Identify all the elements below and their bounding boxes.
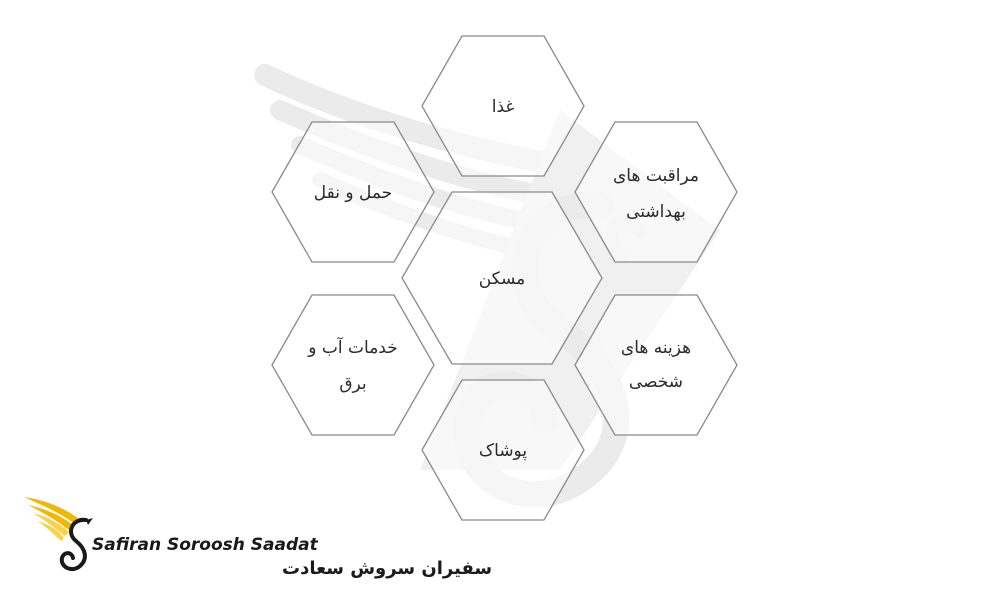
hex-top-label: غذا <box>492 97 515 117</box>
hex-upper-left-label: حمل و نقل <box>314 183 392 203</box>
swan-icon <box>59 517 93 571</box>
hex-bottom-shape <box>421 379 585 521</box>
hex-center-label: مسکن <box>479 269 526 289</box>
hex-lower-right-label-line2: شخصی <box>629 372 683 392</box>
hex-lower-left-label-line1: خدمات آب و <box>307 336 397 358</box>
hex-upper-right: مراقبت های بهداشتی <box>574 121 738 263</box>
hex-bottom: پوشاک <box>421 379 585 521</box>
hex-center: مسکن <box>401 191 603 365</box>
hex-upper-right-label-line2: بهداشتی <box>626 202 686 222</box>
hex-center-shape <box>401 191 603 365</box>
hex-lower-right-shape <box>574 294 738 436</box>
hex-upper-right-label-line1: مراقبت های <box>613 166 699 186</box>
hex-upper-left: حمل و نقل <box>271 121 435 263</box>
company-logo: Safiran Soroosh Saadat سفیران سروش سعادت <box>24 497 492 579</box>
logo-name-en: Safiran Soroosh Saadat <box>92 535 319 555</box>
hex-upper-left-shape <box>271 121 435 263</box>
hex-top: غذا <box>421 35 585 177</box>
wing-icon <box>24 497 78 541</box>
hex-top-shape <box>421 35 585 177</box>
hex-lower-left-shape <box>271 294 435 436</box>
hex-lower-left-label-line2: برق <box>339 374 366 394</box>
hex-lower-left: خدمات آب و برق <box>271 294 435 436</box>
logo-name-fa: سفیران سروش سعادت <box>282 558 492 579</box>
hex-bottom-label: پوشاک <box>479 441 527 461</box>
hex-upper-right-shape <box>574 121 738 263</box>
hex-lower-right: هزینه های شخصی <box>574 294 738 436</box>
hex-lower-right-label-line1: هزینه های <box>621 338 691 358</box>
